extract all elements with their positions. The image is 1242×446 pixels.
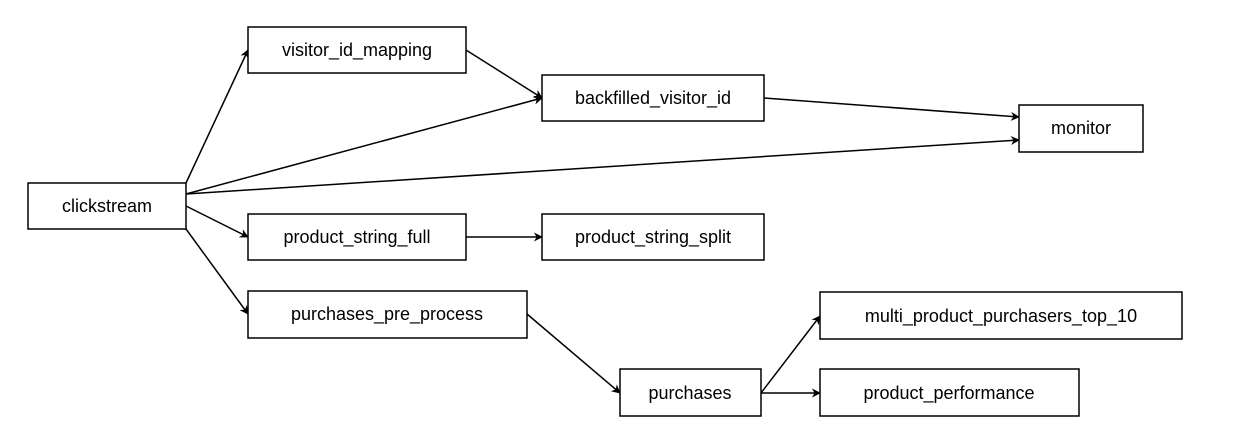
node-label-product-string-split: product_string_split	[575, 227, 731, 248]
node-label-product-string-full: product_string_full	[283, 227, 430, 248]
node-product-string-split[interactable]: product_string_split	[541, 213, 765, 261]
node-visitor-id-mapping[interactable]: visitor_id_mapping	[247, 26, 467, 74]
edge-clickstream-to-purchases-pre-process	[185, 228, 249, 315]
node-clickstream[interactable]: clickstream	[27, 182, 187, 230]
node-label-backfilled-visitor-id: backfilled_visitor_id	[575, 88, 731, 109]
node-backfilled-visitor-id[interactable]: backfilled_visitor_id	[541, 74, 765, 122]
node-purchases-pre-process[interactable]: purchases_pre_process	[247, 290, 528, 339]
node-product-string-full[interactable]: product_string_full	[247, 213, 467, 261]
node-multi-product-purchasers-top-10[interactable]: multi_product_purchasers_top_10	[819, 291, 1183, 340]
edge-purchases-pre-process-to-purchases	[526, 313, 621, 394]
edge-visitor-id-mapping-to-backfilled-visitor-id	[465, 49, 543, 99]
node-label-product-performance: product_performance	[863, 383, 1034, 404]
node-label-monitor: monitor	[1051, 118, 1111, 138]
edge-clickstream-to-backfilled-visitor-id	[185, 95, 543, 195]
edge-clickstream-to-product-string-full	[185, 205, 249, 238]
node-monitor[interactable]: monitor	[1018, 104, 1144, 153]
edge-clickstream-to-visitor-id-mapping	[185, 49, 249, 184]
edge-purchases-to-multi-product-purchasers-top-10	[760, 315, 821, 394]
edge-backfilled-visitor-id-to-monitor	[763, 97, 1020, 121]
edge-clickstream-to-monitor	[185, 136, 1020, 195]
node-label-purchases-pre-process: purchases_pre_process	[291, 304, 483, 325]
node-label-clickstream: clickstream	[62, 196, 152, 216]
node-label-visitor-id-mapping: visitor_id_mapping	[282, 40, 432, 61]
edges	[185, 49, 1020, 398]
node-label-purchases: purchases	[648, 383, 731, 403]
node-product-performance[interactable]: product_performance	[819, 368, 1080, 417]
node-label-multi-product-purchasers-top-10: multi_product_purchasers_top_10	[865, 306, 1137, 327]
node-purchases[interactable]: purchases	[619, 368, 762, 417]
